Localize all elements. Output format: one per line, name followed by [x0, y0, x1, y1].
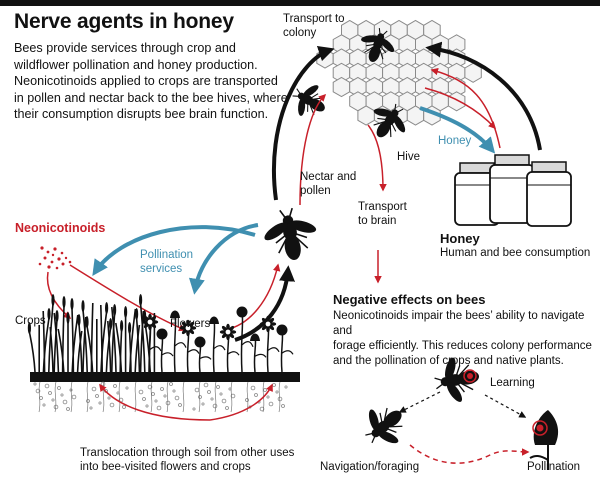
label-crops: Crops: [15, 315, 46, 327]
flying-bee: [257, 203, 324, 266]
arrow-honey-blue: [419, 106, 496, 154]
arrow-navigation-to-pollination: [409, 444, 530, 464]
arrow-neonic-to-crops: [46, 271, 72, 319]
label-nectar-pollen: Nectar and pollen: [300, 171, 357, 197]
arrow-pollination-to-crops: [92, 225, 256, 276]
label-honey-arrow: Honey: [438, 135, 472, 147]
pollination-flower: [529, 410, 559, 470]
label-pollination: Pollination: [527, 461, 581, 473]
arrow-transport-to-colony: [271, 45, 335, 201]
hive-bee-2: [284, 75, 335, 127]
label-neonicotinoids: Neonicotinoids: [15, 221, 106, 235]
arrow-neonic-to-flowers: [69, 264, 187, 332]
negative-effects-body: Neonicotinoids impair the bees’ ability …: [333, 310, 592, 367]
crops-illustration: [27, 294, 156, 373]
translocation-caption: Translocation through soil from other us…: [80, 447, 295, 473]
arrow-learning-to-navigation: [398, 391, 441, 413]
label-hive: Hive: [397, 151, 421, 163]
honey-jars: [454, 154, 572, 227]
arrow-honey-red: [424, 87, 497, 130]
infographic-title: Nerve agents in honey: [14, 10, 234, 33]
learning-bee: [430, 351, 484, 408]
label-flowers: Flowers: [170, 318, 211, 330]
soil-band: [30, 372, 300, 382]
honey-subtitle: Human and bee consumption: [440, 247, 591, 259]
top-rule: [0, 0, 600, 6]
neonicotinoid-spray: [38, 246, 72, 270]
arrow-jar-to-hive-black: [425, 41, 542, 151]
arrow-learning-to-pollination: [484, 394, 527, 418]
arrow-transport-to-brain: [367, 124, 387, 192]
navigation-bee: [353, 394, 416, 458]
intro-paragraph: Bees provide services through crop and w…: [14, 41, 288, 121]
arrow-pollination-to-flowers: [188, 223, 259, 295]
honey-heading: Honey: [440, 231, 480, 246]
jar-3: [526, 161, 572, 227]
label-learning: Learning: [490, 377, 535, 389]
arrow-translocation: [99, 383, 211, 421]
soil-particles: [33, 381, 288, 413]
arrow-translocation-2: [209, 383, 273, 421]
label-pollination-services: Pollination services: [140, 249, 194, 275]
arrow-flowers-to-bee-black: [234, 265, 296, 342]
flowers-illustration: [141, 306, 294, 373]
arrow-red-to-colony: [299, 93, 327, 206]
negative-effects-heading: Negative effects on bees: [333, 292, 486, 307]
arrow-jar-to-hive-red: [430, 67, 501, 149]
label-navigation-foraging: Navigation/foraging: [320, 461, 420, 473]
label-transport-to-colony: Transport to colony: [283, 13, 345, 39]
label-transport-to-brain: Transport to brain: [358, 201, 407, 227]
